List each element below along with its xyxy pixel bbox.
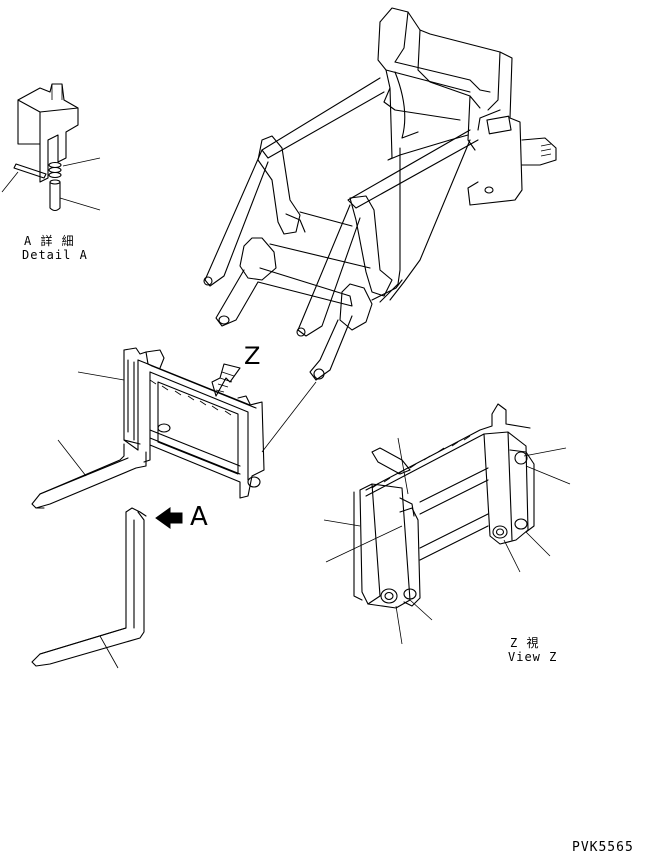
loose-fork [31,507,147,669]
view-z-carriage [323,403,571,645]
view-a-arrow [155,507,183,529]
arrow-a-letter: A [190,502,208,532]
view-z-label-en: View Z [508,650,558,664]
drawing-code: PVK5565 [572,840,634,855]
fork-carriage [31,347,265,509]
view-z-arrow [211,363,241,397]
loader-lift-arms [203,7,557,453]
view-z-label-jp: Z 視 [510,636,540,650]
detail-a-lock-pin [1,83,101,212]
detail-a-label-en: Detail A [22,248,88,262]
arrow-z-letter: Z [244,342,261,370]
detail-a-label-jp: A 詳 細 [24,234,75,248]
